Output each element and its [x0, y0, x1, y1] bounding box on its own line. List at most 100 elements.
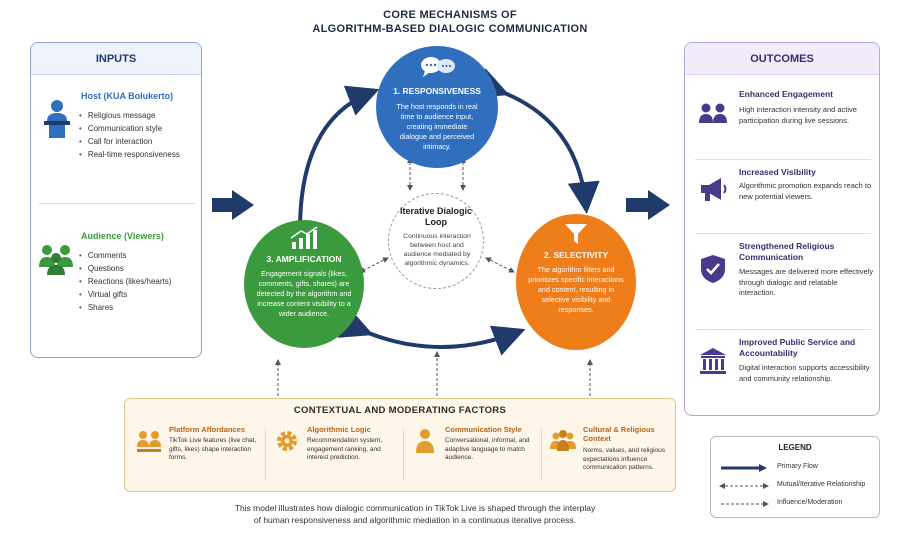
- factor-desc: Recommendation system, engagement rankin…: [307, 437, 383, 461]
- diagram-title: CORE MECHANISMS OF ALGORITHM-BASED DIALO…: [250, 8, 650, 36]
- rising-bar-chart-icon: [289, 226, 319, 250]
- mutual-link-left: [359, 257, 389, 273]
- amplification-desc: Engagement signals (likes, comments, gif…: [256, 269, 352, 318]
- megaphone-icon: [697, 173, 729, 205]
- community-icon: [549, 427, 577, 455]
- iterative-loop-title: Iterative Dialogic Loop: [399, 206, 473, 227]
- primary-flow-swatch: [721, 464, 767, 472]
- iterative-loop-circle: Iterative Dialogic Loop Continuous inter…: [388, 193, 484, 289]
- mutual-link-right: [485, 257, 515, 273]
- list-item: Call for interaction: [79, 135, 180, 148]
- person-icon: [411, 427, 439, 455]
- factor-item: Cultural & Religious Context Norms, valu…: [541, 423, 677, 487]
- title-line-1: CORE MECHANISMS OF: [383, 9, 517, 21]
- chat-bubbles-icon: [420, 56, 456, 78]
- caption: This model illustrates how dialogic comm…: [150, 502, 680, 526]
- factor-desc: TikTok Live features (live chat, gifts, …: [169, 437, 257, 461]
- institution-building-icon: [697, 345, 729, 377]
- host-items: Religious message Communication style Ca…: [79, 109, 180, 161]
- mutual-relationship-swatch: [719, 483, 769, 489]
- cycle-arrow-right: [473, 68, 600, 214]
- list-item: Communication style: [79, 122, 180, 135]
- factor-title: Platform Affordances: [169, 425, 245, 434]
- outcome-desc: High interaction intensity and active pa…: [739, 105, 857, 125]
- legend-title: LEGEND: [778, 443, 812, 452]
- responsiveness-desc: The host responds in real time to audien…: [396, 102, 478, 151]
- host-title: Host (KUA Bolukerto): [81, 91, 174, 101]
- funnel-icon: [564, 222, 588, 246]
- cycle-arrow-left: [283, 85, 380, 255]
- shield-check-icon: [697, 253, 729, 285]
- factor-title: Communication Style: [445, 425, 522, 434]
- audience-items: Comments Questions Reactions (likes/hear…: [79, 249, 172, 314]
- outcome-divider: [695, 233, 871, 234]
- list-item: Reactions (likes/hearts): [79, 275, 172, 288]
- outcome-title: Strengthened Religious Communication: [739, 241, 835, 262]
- selectivity-desc: The algorithm filters and prioritizes sp…: [528, 265, 624, 314]
- gear-icon: [273, 427, 301, 455]
- inputs-divider: [39, 203, 195, 204]
- factor-title: Cultural & Religious Context: [583, 425, 655, 443]
- list-item: Questions: [79, 262, 171, 275]
- list-item: Comments: [79, 249, 171, 262]
- factor-title: Algorithmic Logic: [307, 425, 371, 434]
- outcome-item: Enhanced Engagement High interaction int…: [685, 87, 879, 163]
- cycle-arrow-bottom: [337, 308, 526, 356]
- legend-box: LEGEND Primary Flow Mutual/Iterative Rel…: [710, 436, 880, 518]
- factor-item: Platform Affordances TikTok Live feature…: [127, 423, 263, 487]
- legend-item-influence: Influence/Moderation: [719, 497, 875, 511]
- primary-arrow-output: [626, 190, 670, 220]
- people-group-icon: [697, 99, 729, 131]
- inputs-header: INPUTS: [31, 43, 201, 75]
- influence-swatch: [721, 501, 769, 507]
- list-item: Virtual gifts: [79, 288, 171, 301]
- outcome-desc: Algorithmic promotion expands reach to n…: [739, 181, 872, 201]
- list-item: Shares: [79, 301, 171, 314]
- outcomes-header: OUTCOMES: [685, 43, 879, 75]
- iterative-loop-desc: Continuous interaction between host and …: [403, 233, 471, 267]
- selectivity-circle: 2. SELECTIVITY The algorithm filters and…: [516, 214, 636, 350]
- legend-label: Primary Flow: [777, 463, 818, 470]
- audience-group-icon: [37, 241, 77, 277]
- amplification-title: 3. AMPLIFICATION: [266, 254, 342, 264]
- contextual-factors-title: CONTEXTUAL AND MODERATING FACTORS: [293, 405, 507, 416]
- amplification-circle: 3. AMPLIFICATION Engagement signals (lik…: [244, 220, 364, 348]
- list-item: Religious message: [79, 109, 180, 122]
- legend-label: Influence/Moderation: [777, 499, 843, 506]
- list-item: Real-time responsiveness: [79, 148, 180, 161]
- outcome-title: Enhanced Engagement: [739, 89, 833, 99]
- contextual-factors-box: CONTEXTUAL AND MODERATING FACTORS Platfo…: [124, 398, 676, 492]
- inputs-panel: INPUTS Host (KUA Bolukerto) Religious me…: [30, 42, 202, 358]
- factor-desc: Norms, values, and religious expectation…: [583, 447, 666, 471]
- legend-label: Mutual/Iterative Relationship: [777, 481, 866, 488]
- caption-line-2: of human responsiveness and algorithmic …: [253, 515, 577, 525]
- outcome-desc: Digital interaction supports accessibili…: [739, 363, 870, 383]
- factor-divider: [403, 429, 404, 481]
- outcome-item: Strengthened Religious Communication Mes…: [685, 239, 879, 327]
- outcome-title: Improved Public Service and Accountabili…: [739, 337, 856, 358]
- outcome-item: Increased Visibility Algorithmic promoti…: [685, 165, 879, 231]
- outcome-desc: Messages are delivered more effectively …: [739, 267, 874, 297]
- outcome-item: Improved Public Service and Accountabili…: [685, 335, 879, 411]
- title-line-2: ALGORITHM-BASED DIALOGIC COMMUNICATION: [312, 23, 588, 35]
- responsiveness-circle: 1. RESPONSIVENESS The host responds in r…: [376, 46, 498, 168]
- outcomes-panel: OUTCOMES Enhanced Engagement High intera…: [684, 42, 880, 416]
- audience-title: Audience (Viewers): [81, 231, 164, 241]
- outcome-divider: [695, 329, 871, 330]
- outcome-divider: [695, 159, 871, 160]
- primary-arrow-input: [212, 190, 254, 220]
- platform-people-icon: [135, 427, 163, 455]
- factor-item: Algorithmic Logic Recommendation system,…: [265, 423, 401, 487]
- outcome-title: Increased Visibility: [739, 167, 816, 177]
- factor-divider: [265, 429, 266, 481]
- factor-item: Communication Style Conversational, info…: [403, 423, 539, 487]
- caption-line-1: This model illustrates how dialogic comm…: [234, 503, 596, 513]
- selectivity-title: 2. SELECTIVITY: [543, 250, 609, 260]
- responsiveness-title: 1. RESPONSIVENESS: [393, 86, 481, 96]
- factor-divider: [541, 429, 542, 481]
- speaker-at-podium-icon: [41, 99, 73, 139]
- legend-item-mutual: Mutual/Iterative Relationship: [719, 479, 875, 493]
- legend-item-primary: Primary Flow: [719, 461, 875, 475]
- factor-desc: Conversational, informal, and adaptive l…: [445, 437, 530, 461]
